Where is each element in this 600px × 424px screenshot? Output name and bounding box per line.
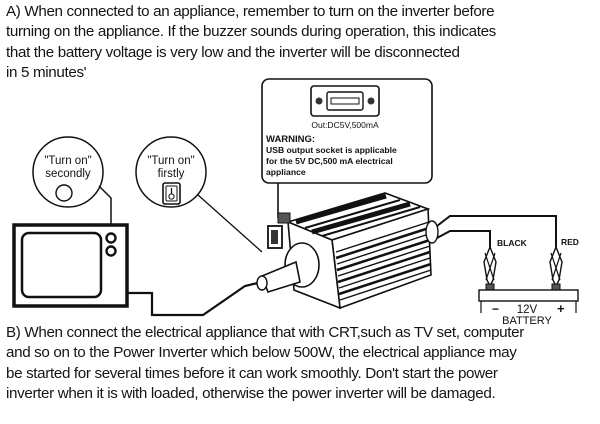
- usb-port-label: Out:DC5V,500mA: [311, 120, 379, 130]
- power-button-icon: [55, 184, 73, 202]
- battery-negative-terminal: −: [492, 302, 499, 316]
- battery-label: BATTERY: [502, 315, 552, 327]
- instruction-b-line: B) When connect the electrical appliance…: [6, 324, 524, 341]
- usb-callout: Out:DC5V,500mA WARNING: USB output socke…: [261, 78, 433, 218]
- instruction-b-line: inverter when it is with loaded, otherwi…: [6, 384, 496, 402]
- tv-appliance-icon: [12, 223, 263, 317]
- instruction-a-line: that the battery voltage is very low and…: [6, 43, 460, 61]
- instruction-a-line: turning on the appliance. If the buzzer …: [6, 23, 496, 41]
- instruction-b-line: and so on to the Power Inverter which be…: [6, 344, 517, 362]
- inverter-callout-line1: "Turn on": [147, 155, 194, 167]
- appliance-callout-line1: "Turn on": [44, 155, 91, 167]
- battery-positive-terminal: +: [557, 301, 565, 316]
- appliance-callout: "Turn on" secondly: [32, 136, 112, 225]
- power-inverter-icon: [256, 192, 439, 310]
- appliance-callout-line2: secondly: [45, 168, 91, 180]
- inverter-callout: "Turn on" firstly: [135, 136, 263, 253]
- usb-port-icon: [310, 85, 380, 117]
- instruction-b-line: be started for several times before it c…: [6, 364, 498, 382]
- appliance-power-cord: [127, 280, 263, 317]
- inverter-callout-line2: firstly: [158, 168, 185, 180]
- rocker-switch-icon: [162, 182, 181, 205]
- black-cable-label: BLACK: [497, 238, 528, 248]
- battery-voltage: 12V: [517, 304, 538, 316]
- inverter-usb-port: [277, 212, 291, 224]
- battery-icon: [478, 289, 579, 313]
- instruction-b: B) When connect the electrical appliance…: [6, 323, 598, 404]
- instruction-a: A) When connected to an appliance, remem…: [6, 2, 598, 83]
- red-cable-label: RED: [561, 237, 579, 247]
- instruction-a-line: A) When connected to an appliance, remem…: [6, 3, 495, 20]
- warning-line: appliance: [266, 167, 306, 177]
- black-clamp-icon: [483, 245, 497, 291]
- warning-line: for the 5V DC,500 mA electrical: [266, 156, 393, 166]
- warning-line: USB output socket is applicable: [266, 145, 397, 155]
- instruction-a-line: in 5 minutes': [6, 63, 87, 81]
- battery-cables: [436, 215, 557, 247]
- warning-title: WARNING:: [266, 134, 315, 145]
- red-clamp-icon: [549, 245, 563, 291]
